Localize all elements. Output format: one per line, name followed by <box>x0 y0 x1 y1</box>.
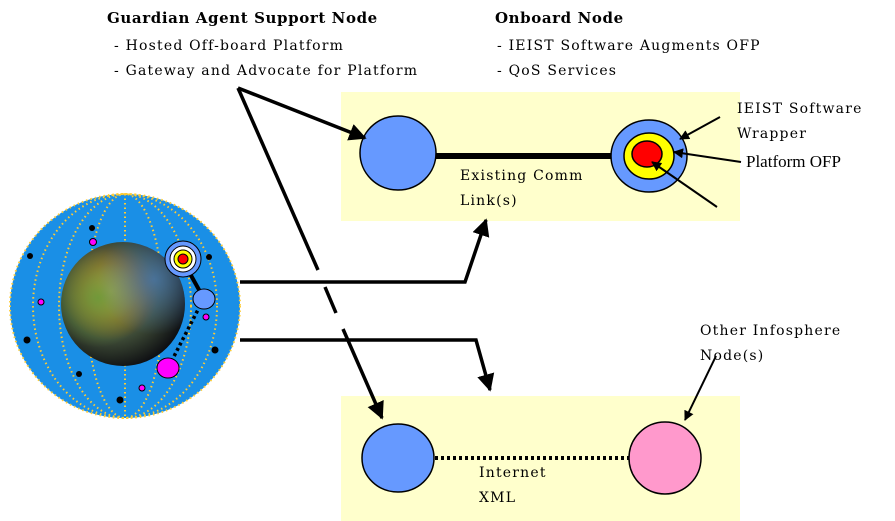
platform-ofp-label: Platform OFP <box>746 152 841 171</box>
diagonal-arrow <box>651 161 718 208</box>
ofp-arrow <box>673 148 742 163</box>
onboard-title: Onboard Node <box>495 9 624 27</box>
globe-icon <box>9 193 241 419</box>
internet-label: Internet <box>479 465 547 481</box>
wrapper-arrow <box>679 116 721 140</box>
guardian-title: Guardian Agent Support Node <box>107 9 378 27</box>
comm-label-line2: Link(s) <box>460 193 518 209</box>
other-node-label-line1: Other Infosphere <box>700 323 842 339</box>
onboard-bullet-2: - QoS Services <box>497 63 618 79</box>
wrapper-label-line1: IEIST Software <box>737 101 863 117</box>
infosphere-node-pink <box>628 421 702 495</box>
other-node-label-line2: Node(s) <box>700 348 765 364</box>
wrapper-label-line2: Wrapper <box>737 126 808 142</box>
onboard-target-icon <box>610 119 688 193</box>
guardian-bullet-1: - Hosted Off-board Platform <box>114 38 345 54</box>
guardian-node <box>359 115 437 191</box>
other-node-arrow <box>684 355 717 421</box>
onboard-bullet-1: - IEIST Software Augments OFP <box>497 38 761 54</box>
arrows <box>236 86 495 420</box>
infosphere-node-blue <box>361 423 435 493</box>
guardian-bullet-2: - Gateway and Advocate for Platform <box>114 63 419 79</box>
xml-label: XML <box>479 490 517 506</box>
comm-label-line1: Existing Comm <box>460 168 584 184</box>
